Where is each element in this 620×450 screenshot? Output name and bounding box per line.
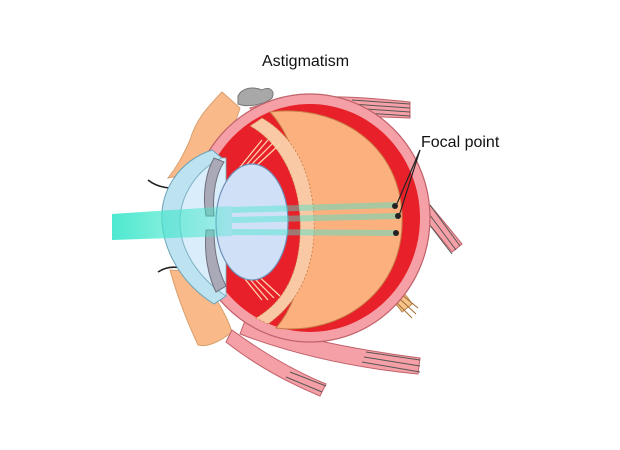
focal-point-label: Focal point bbox=[421, 134, 500, 151]
diagram-title: Astigmatism bbox=[262, 53, 350, 70]
focal-leader-lines bbox=[395, 149, 421, 217]
retina-layer bbox=[249, 117, 315, 325]
inferior-oblique-muscle bbox=[225, 329, 327, 397]
light-beam-incoming bbox=[112, 206, 232, 240]
light-rays-refracted bbox=[231, 202, 399, 236]
lacrimal-gland bbox=[237, 87, 274, 107]
muscle-fibers-bottom bbox=[285, 351, 421, 393]
iris-bottom bbox=[205, 229, 227, 293]
focal-point-3 bbox=[393, 230, 399, 236]
